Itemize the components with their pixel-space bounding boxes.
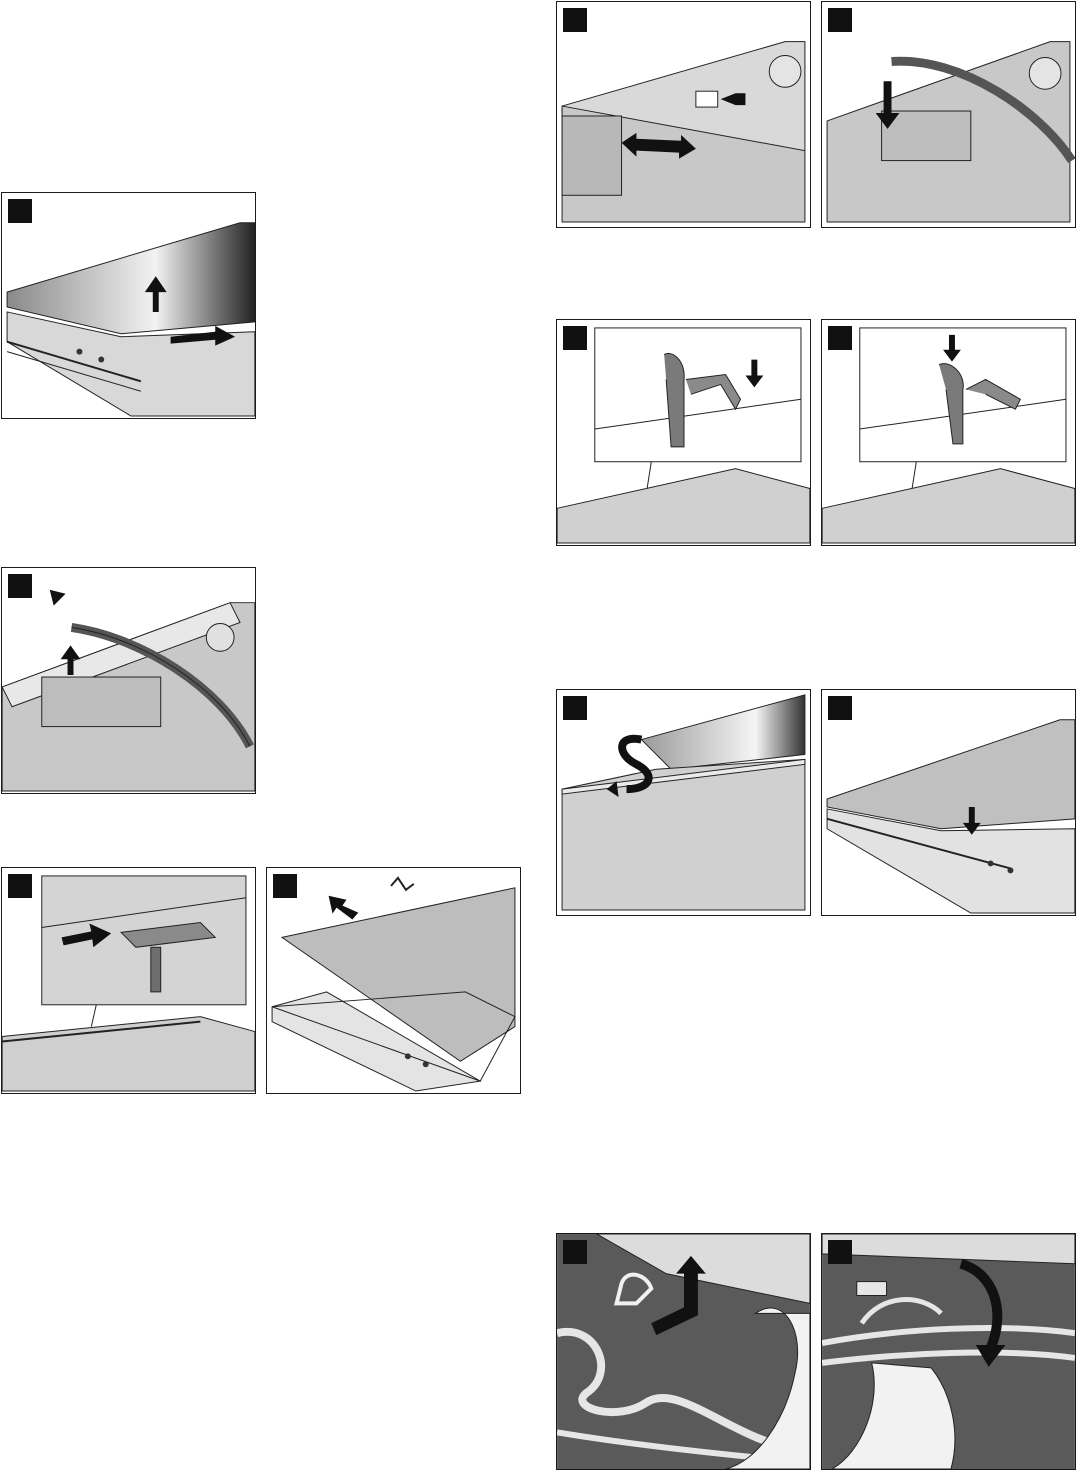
illustration-panel-8 [821,319,1076,546]
illustration-panel-5 [556,1,811,228]
step-badge [563,326,587,350]
seal-push-illustration [822,2,1075,227]
step-badge [828,8,852,32]
clip-insert-illustration [2,868,255,1093]
step-badge [563,696,587,720]
illustration-panel-9 [556,689,811,916]
illustration-panel-11 [556,1233,811,1470]
step-badge [563,8,587,32]
step-badge [8,574,32,598]
illustration-panel-7 [556,319,811,546]
arrow-diagonal-icon [329,896,359,920]
illustration-panel-3 [1,867,256,1094]
clip-press-illustration-left [557,320,810,545]
step-badge [273,874,297,898]
illustration-panel-12 [821,1233,1076,1470]
step-badge [828,326,852,350]
step-badge [8,874,32,898]
illustration-panel-4 [266,867,521,1094]
clip-press-illustration-right [822,320,1075,545]
glass-pane-illustration [267,868,520,1093]
glass-lower-illustration [822,690,1075,915]
illustration-panel-2 [1,567,256,794]
illustration-panel-1 [1,192,256,419]
step-badge [8,199,32,223]
heater-unhook-illustration [557,1234,810,1469]
clip-icon [391,878,414,890]
illustration-panel-6 [821,1,1076,228]
step-badge [828,696,852,720]
hinge-slide-illustration [557,2,810,227]
glass-rotate-illustration [557,690,810,915]
heater-fold-illustration [822,1234,1075,1469]
arrow-diagonal-icon [50,590,67,608]
illustration-panel-10 [821,689,1076,916]
door-glass-illustration [2,193,255,418]
seal-removal-illustration [2,568,255,793]
step-badge [828,1240,852,1264]
step-badge [563,1240,587,1264]
